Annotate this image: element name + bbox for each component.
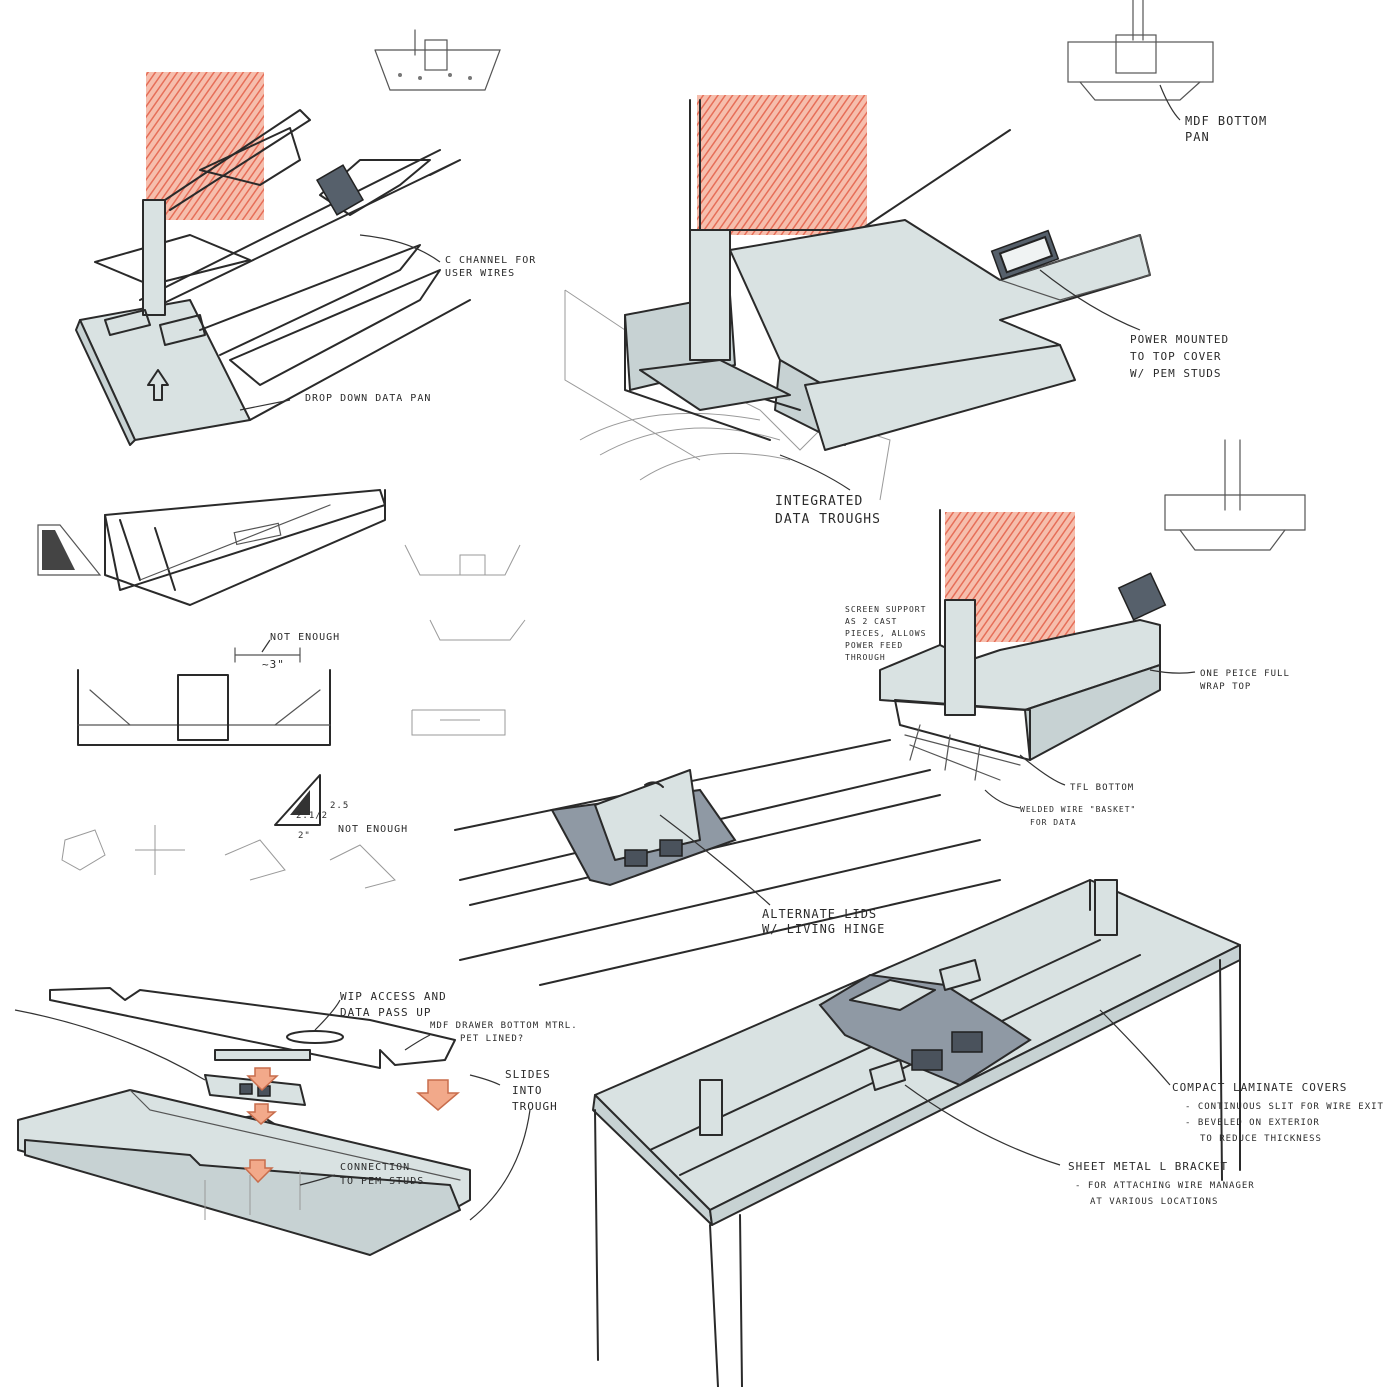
- label-sheet-metal-3: AT VARIOUS LOCATIONS: [1090, 1197, 1218, 1207]
- label-compact-laminate-3: - BEVELED ON EXTERIOR: [1185, 1118, 1320, 1128]
- label-mdf-bottom-2: PAN: [1185, 130, 1210, 144]
- label-integrated-1: INTEGRATED: [775, 494, 863, 509]
- outlet-icon: [911, 1049, 943, 1071]
- label-slides-3: TROUGH: [512, 1100, 558, 1113]
- label-wip-access-1: WIP ACCESS AND: [340, 990, 447, 1003]
- label-drop-down: DROP DOWN DATA PAN: [305, 393, 431, 404]
- label-sheet-metal-1: SHEET METAL L BRACKET: [1068, 1160, 1228, 1173]
- label-power-mounted-3: W/ PEM STUDS: [1130, 367, 1221, 380]
- label-wip-access-2: DATA PASS UP: [340, 1006, 431, 1019]
- label-welded-wire-2: FOR DATA: [1030, 818, 1077, 827]
- label-c-channel-2: USER WIRES: [445, 268, 515, 279]
- label-compact-laminate-4: TO REDUCE THICKNESS: [1200, 1134, 1322, 1144]
- sketch-drop-down-pan: [75, 72, 471, 446]
- label-mdf-drawer-1: MDF DRAWER BOTTOM MTRL.: [430, 1021, 578, 1031]
- label-alternate-lids-1: ALTERNATE LIDS: [762, 907, 877, 921]
- screen-panel-red: [697, 95, 867, 235]
- outlet-icon: [624, 849, 648, 867]
- label-not-enough-bottom: NOT ENOUGH: [338, 824, 408, 835]
- label-power-mounted-1: POWER MOUNTED: [1130, 333, 1229, 346]
- label-sheet-metal-2: - FOR ATTACHING WIRE MANAGER: [1075, 1181, 1255, 1191]
- label-screen-support-4: POWER FEED: [845, 641, 903, 650]
- living-hinge-lid: [594, 769, 701, 861]
- label-tfl-bottom: TFL BOTTOM: [1070, 783, 1134, 793]
- label-screen-support-3: PIECES, ALLOWS: [845, 629, 926, 638]
- label-approx-3: ~3": [262, 658, 285, 671]
- down-arrow-icon: [243, 1067, 461, 1184]
- label-power-mounted-2: TO TOP COVER: [1130, 350, 1221, 363]
- sketch-trough-long: [37, 489, 386, 606]
- label-slides-2: INTO: [512, 1084, 543, 1097]
- label-compact-laminate-2: - CONTINUOUS SLIT FOR WIRE EXIT: [1185, 1102, 1384, 1112]
- label-dim-2-1-2: 2.1/2: [296, 811, 328, 821]
- label-one-piece-1: ONE PEICE FULL: [1200, 669, 1290, 679]
- sketch-integrated-troughs: [564, 95, 1151, 501]
- thumbnail-section-1: [374, 29, 501, 91]
- label-connection-1: CONNECTION: [340, 1162, 410, 1173]
- up-arrow-icon: [147, 369, 169, 401]
- label-dim-2: 2": [298, 831, 311, 841]
- label-c-channel-1: C CHANNEL FOR: [445, 255, 536, 266]
- sketch-thumbnails-mid: [404, 544, 526, 736]
- sketch-alternate-lids: [454, 739, 1001, 986]
- sketch-section-dimension: [77, 639, 331, 826]
- label-screen-support-2: AS 2 CAST: [845, 617, 897, 626]
- label-slides-1: SLIDES: [505, 1068, 551, 1081]
- faint-scribbles: [61, 825, 396, 889]
- screen-post: [142, 199, 166, 316]
- label-compact-laminate-1: COMPACT LAMINATE COVERS: [1172, 1081, 1347, 1094]
- label-welded-wire-1: WELDED WIRE "BASKET": [1020, 805, 1136, 814]
- sketch-exploded-assembly: [14, 987, 531, 1256]
- thumbnail-mdf-bottom-pan: [1067, 0, 1214, 121]
- label-not-enough-top: NOT ENOUGH: [270, 632, 340, 643]
- label-screen-support-5: THROUGH: [845, 653, 886, 662]
- label-one-piece-2: WRAP TOP: [1200, 682, 1251, 692]
- label-connection-2: TO PEM STUDS: [340, 1176, 424, 1187]
- label-integrated-2: DATA TROUGHS: [775, 512, 881, 527]
- label-mdf-drawer-2: PET LINED?: [460, 1034, 524, 1044]
- label-screen-support-1: SCREEN SUPPORT: [845, 605, 926, 614]
- sketch-welded-basket: [879, 439, 1306, 809]
- label-mdf-bottom-1: MDF BOTTOM: [1185, 114, 1267, 128]
- sketch-laminate-table: [592, 879, 1241, 1387]
- label-dim-2-5: 2.5: [330, 801, 349, 811]
- label-alternate-lids-2: W/ LIVING HINGE: [762, 922, 885, 936]
